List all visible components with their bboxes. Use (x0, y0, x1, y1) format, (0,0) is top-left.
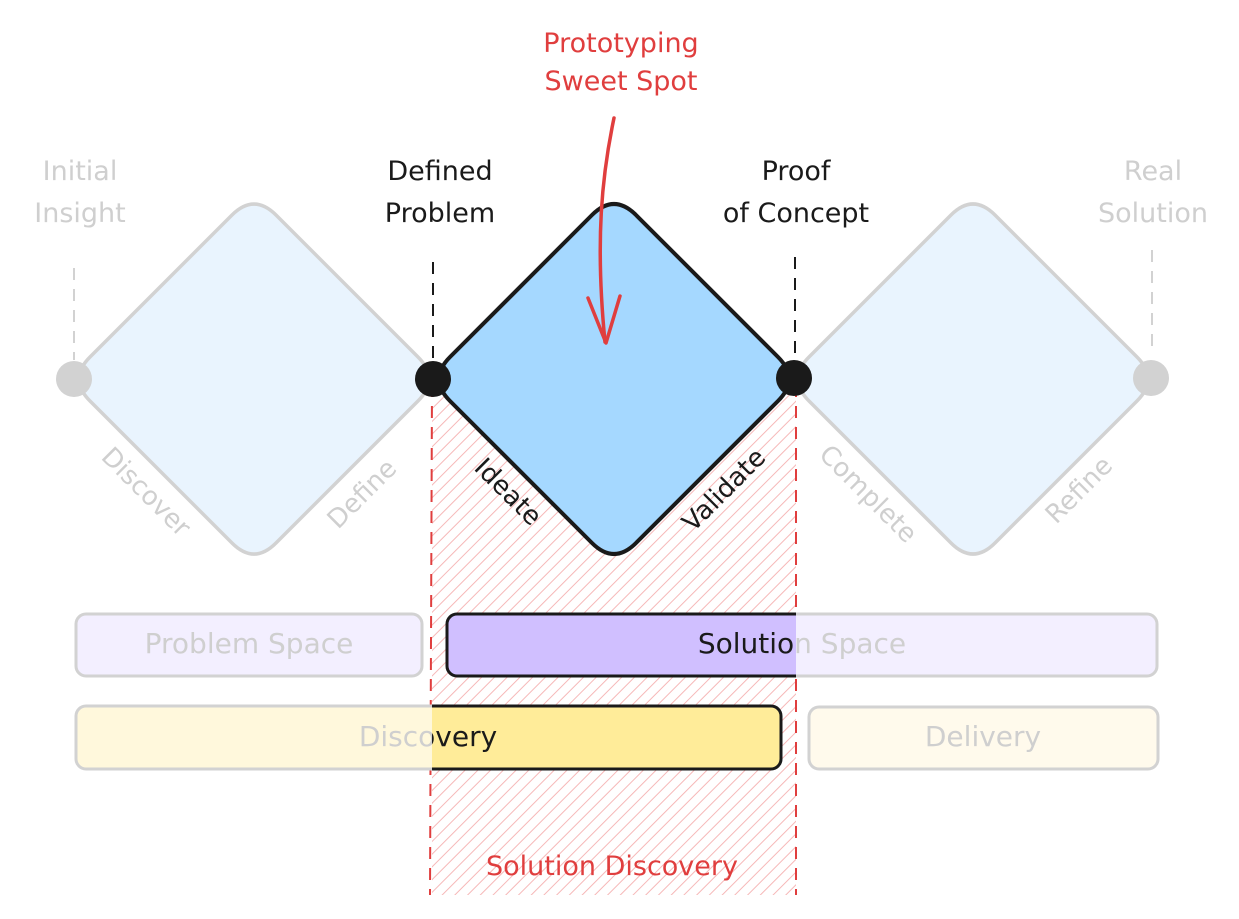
callout-arrow (586, 116, 622, 345)
callout-line-1: Prototyping (543, 28, 698, 59)
discovery-bar: Discovery Discovery (74, 704, 783, 771)
callout-line-2: Sweet Spot (545, 66, 698, 97)
discovery-label: Discovery (359, 720, 497, 753)
real-solution-label-1: Real (1124, 156, 1182, 187)
initial-insight-label-1: Initial (43, 156, 118, 187)
proof-of-concept-label-2: of Concept (723, 198, 869, 229)
initial-insight-label-2: Insight (34, 198, 125, 229)
real-solution-dot (1133, 360, 1169, 396)
solution-space-active: Solution Space (445, 612, 906, 678)
defined-problem-label-2: Problem (385, 198, 495, 229)
initial-insight-dot (56, 361, 92, 397)
defined-problem-label-1: Defined (387, 156, 492, 187)
solution-space-label: Solution Space (698, 627, 906, 660)
problem-space-bar: Problem Space (74, 612, 424, 678)
discover-define-diamond (77, 202, 431, 556)
proof-of-concept-label-1: Proof (762, 156, 832, 187)
zone-left-boundary (429, 384, 433, 896)
delivery-bar: Delivery (807, 705, 1160, 771)
complete-refine-diamond (796, 202, 1150, 556)
solution-space-bar: Solution Space Solution Space (445, 612, 1159, 678)
discovery-active: Discovery (359, 704, 783, 771)
real-solution-label-2: Solution (1098, 198, 1208, 229)
problem-space-label: Problem Space (145, 627, 354, 660)
delivery-label: Delivery (925, 720, 1041, 753)
proof-of-concept-dot (776, 360, 812, 396)
solution-discovery-label: Solution Discovery (486, 851, 738, 882)
defined-problem-dot (415, 361, 451, 397)
